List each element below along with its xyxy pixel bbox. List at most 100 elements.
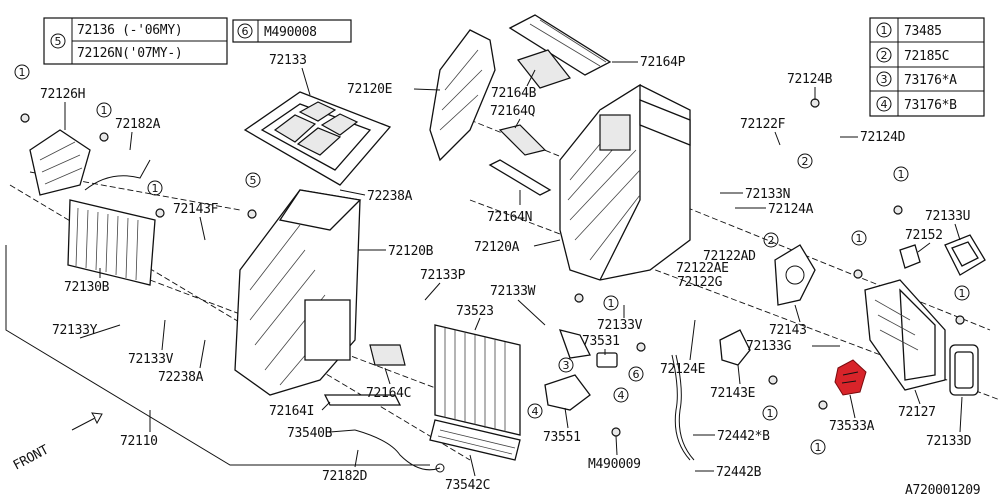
svg-text:1: 1 xyxy=(101,104,108,117)
part-73542C-base xyxy=(429,419,521,461)
legend-marker-5: 5 xyxy=(55,35,62,48)
part-73523-heater-core xyxy=(434,324,521,436)
label-72143E: 72143E xyxy=(710,386,755,401)
label-72127: 72127 xyxy=(898,405,936,420)
label-72182A: 72182A xyxy=(115,117,161,132)
label-72238A-2: 72238A xyxy=(158,370,204,385)
marker-5: 5 xyxy=(245,172,261,188)
legend-box-6: 6 M490008 xyxy=(232,19,352,43)
svg-text:1: 1 xyxy=(856,232,863,245)
marker-2: 2 xyxy=(797,153,813,169)
part-72143E-actuator xyxy=(719,329,751,366)
front-label: FRONT xyxy=(11,442,52,473)
label-72120B: 72120B xyxy=(388,244,434,259)
marker-1: 1 xyxy=(762,405,778,421)
marker-1: 1 xyxy=(954,285,970,301)
marker-2: 2 xyxy=(763,232,779,248)
marker-4: 4 xyxy=(613,387,629,403)
label-72164I: 72164I xyxy=(269,404,314,419)
part-72164I-strip xyxy=(323,394,402,406)
leader-lines xyxy=(64,61,963,477)
part-73551-bracket xyxy=(544,329,591,411)
legend-marker-4: 4 xyxy=(881,98,888,111)
svg-text:1: 1 xyxy=(152,182,159,195)
legend-box-1-4: 1 2 3 4 73485 72185C 73176*A 73176*B xyxy=(869,17,985,117)
circled-markers: 1 1 1 5 2 2 1 1 1 1 3 4 6 4 1 1 xyxy=(14,64,970,455)
part-72164C-strip xyxy=(369,344,406,366)
legend-marker-6: 6 xyxy=(242,25,249,38)
part-72133D-seal xyxy=(949,344,979,396)
label-73542C: 73542C xyxy=(445,478,490,493)
marker-1: 1 xyxy=(810,439,826,455)
label-72124B: 72124B xyxy=(787,72,833,87)
label-72120A: 72120A xyxy=(474,240,520,255)
part-72164N-strip xyxy=(488,159,552,196)
svg-text:2: 2 xyxy=(768,234,775,247)
label-72133W: 72133W xyxy=(490,284,536,299)
label-72133V-1: 72133V xyxy=(597,318,643,333)
legend-5-row-1: 72136 (-'06MY) xyxy=(77,23,182,38)
label-72442B: 72442B xyxy=(716,465,762,480)
label-72164N: 72164N xyxy=(487,210,532,225)
legend-6-row-1: M490008 xyxy=(264,25,317,40)
part-72164B-foam xyxy=(517,49,571,89)
part-73533A-resistor xyxy=(834,359,867,396)
label-72133V-2: 72133V xyxy=(128,352,174,367)
svg-text:2: 2 xyxy=(802,155,809,168)
svg-text:5: 5 xyxy=(250,174,257,187)
marker-4: 4 xyxy=(527,403,543,419)
part-72120B-case xyxy=(234,189,362,396)
marker-1: 1 xyxy=(96,102,112,118)
label-72124A: 72124A xyxy=(768,202,814,217)
part-72152-clip xyxy=(899,244,921,269)
svg-text:1: 1 xyxy=(19,66,26,79)
legend-marker-2: 2 xyxy=(881,49,888,62)
legend-3-part: 73176*A xyxy=(904,73,957,88)
label-72133Y: 72133Y xyxy=(52,323,98,338)
svg-text:1: 1 xyxy=(608,297,615,310)
label-72164P: 72164P xyxy=(640,55,686,70)
marker-1: 1 xyxy=(851,230,867,246)
svg-text:1: 1 xyxy=(898,168,905,181)
legend-marker-3: 3 xyxy=(881,73,888,86)
label-72143F: 72143F xyxy=(173,202,219,217)
part-72133-filter-cover xyxy=(243,91,392,186)
svg-text:1: 1 xyxy=(767,407,774,420)
part-72164P-seal xyxy=(508,14,612,76)
label-72122G: 72122G xyxy=(677,275,723,290)
part-72164Q-strip xyxy=(498,124,547,156)
label-72122AD: 72122AD xyxy=(703,249,756,264)
label-72126H: 72126H xyxy=(40,87,85,102)
legend-marker-1: 1 xyxy=(881,24,888,37)
label-72143: 72143 xyxy=(769,323,807,338)
label-72130B: 72130B xyxy=(64,280,110,295)
part-72133U-seal xyxy=(944,234,986,276)
label-M490009: M490009 xyxy=(588,457,641,472)
label-72152: 72152 xyxy=(905,228,943,243)
part-labels: 72133 72120E 72164B 72164P 72124B 72126H… xyxy=(40,53,972,493)
label-72164Q: 72164Q xyxy=(490,104,536,119)
label-72133G: 72133G xyxy=(746,339,792,354)
marker-1: 1 xyxy=(147,180,163,196)
part-72127-blower-case xyxy=(864,279,946,391)
label-72122F: 72122F xyxy=(740,117,786,132)
marker-6: 6 xyxy=(628,366,644,382)
svg-text:1: 1 xyxy=(959,287,966,300)
label-72124D: 72124D xyxy=(860,130,906,145)
legend-5-row-2: 72126N('07MY-) xyxy=(77,46,182,61)
label-72133N: 72133N xyxy=(745,187,790,202)
marker-1: 1 xyxy=(603,295,619,311)
label-72120E: 72120E xyxy=(347,82,392,97)
part-72120A-housing xyxy=(559,83,691,281)
legend-1-part: 73485 xyxy=(904,24,942,39)
label-72133: 72133 xyxy=(269,53,307,68)
svg-text:4: 4 xyxy=(618,389,625,402)
legend-4-part: 73176*B xyxy=(904,98,957,113)
label-73531: 73531 xyxy=(582,334,620,349)
part-73531-sensor xyxy=(596,352,618,368)
diagram-id: A720001209 xyxy=(905,483,980,498)
legend-2-part: 72185C xyxy=(904,49,949,64)
label-72182D: 72182D xyxy=(322,469,368,484)
part-72120E-duct xyxy=(429,29,496,162)
part-73540B-harness xyxy=(354,429,445,473)
